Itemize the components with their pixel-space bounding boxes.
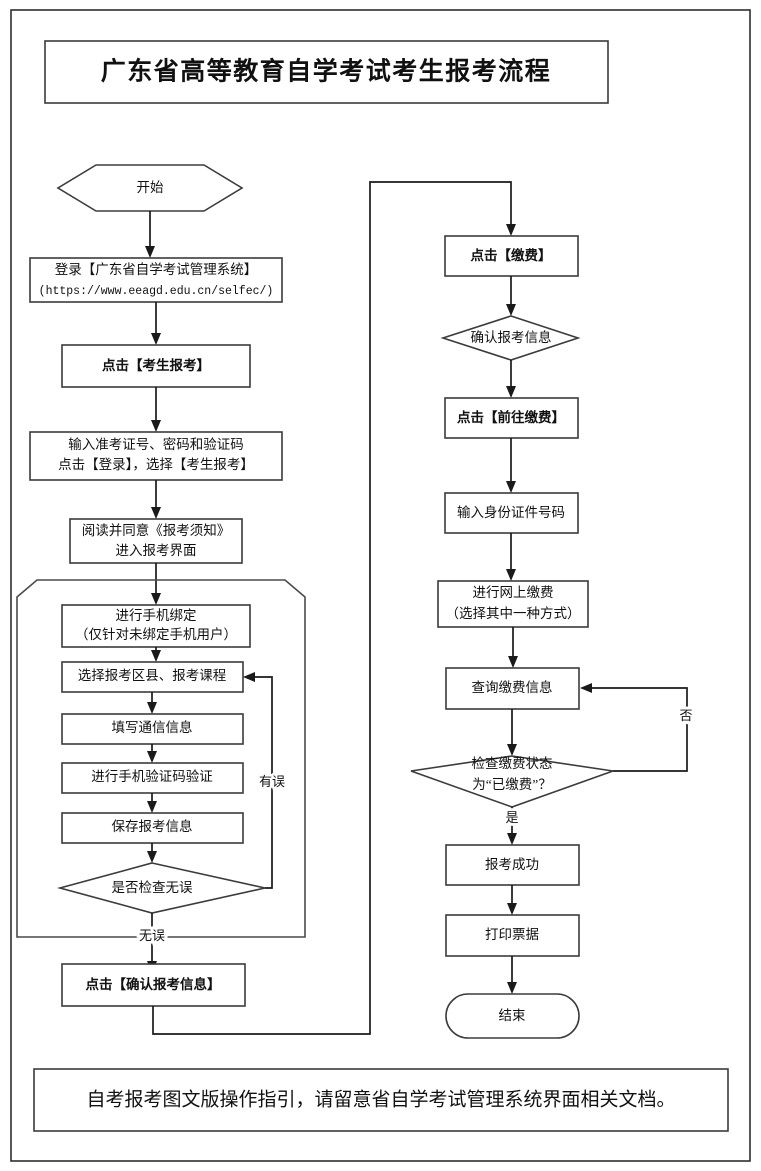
node-input-cred: 输入准考证号、密码和验证码 点击【登录】，选择【考生报考】 [29, 431, 283, 481]
node-check-ok: 是否检查无误 [56, 862, 266, 914]
arrowhead-icon [151, 507, 161, 519]
arrowhead-icon [506, 304, 516, 316]
node-input-cred-line2: 点击【登录】，选择【考生报考】 [58, 457, 254, 472]
arrowhead-icon [243, 672, 255, 682]
arrowhead-icon [506, 481, 516, 493]
arrowhead-icon [506, 224, 516, 236]
arrowhead-icon [507, 744, 517, 756]
node-login-line2: (https://www.eeagd.edu.cn/selfec/) [39, 285, 274, 298]
node-start: 开始 [56, 164, 244, 212]
arrowhead-icon [151, 420, 161, 432]
arrowhead-icon [506, 386, 516, 398]
node-confirm-apply-label: 确认报考信息 [471, 329, 552, 345]
node-success: 报考成功 [445, 844, 580, 886]
footer-text: 自考报考图文版操作指引，请留意省自学考试管理系统界面相关文档。 [86, 1088, 675, 1110]
arrowhead-icon [506, 569, 516, 581]
node-fill-contact: 填写通信信息 [61, 713, 244, 745]
arrowhead-icon [151, 593, 161, 605]
edge-label-no: 否 [679, 708, 692, 723]
node-input-id: 输入身份证件号码 [444, 492, 579, 534]
node-success-label: 报考成功 [485, 857, 539, 872]
arrowhead-icon [508, 656, 518, 668]
node-fill-contact-label: 填写通信信息 [112, 719, 193, 735]
arrowhead-icon [147, 751, 157, 763]
node-click-apply-label: 点击【考生报考】 [102, 357, 210, 373]
arrowhead-icon [151, 650, 161, 662]
node-goto-pay: 点击【前往缴费】 [444, 397, 579, 439]
arrowhead-icon [507, 982, 517, 994]
node-confirm-info-label: 点击【确认报考信息】 [86, 976, 221, 992]
arrowhead-icon [151, 333, 161, 345]
node-print-label: 打印票据 [485, 926, 539, 942]
node-check-ok-label: 是否检查无误 [112, 880, 193, 895]
node-query-pay-label: 查询缴费信息 [472, 679, 553, 695]
edge-label-error: 有误 [259, 774, 285, 789]
page-border [10, 9, 751, 1162]
arrowhead-icon [147, 702, 157, 714]
title-box: 开始 广东省高等教育自学考试考生报考流程 [44, 40, 609, 104]
connector-not-paid-loop [589, 687, 688, 772]
node-check-paid-line2: 为“已缴费”？ [472, 777, 551, 792]
node-confirm-info: 点击【确认报考信息】 [61, 963, 246, 1007]
node-verify-sms: 进行手机验证码验证 [61, 762, 244, 794]
node-save-info: 保存报考信息 [61, 812, 244, 844]
node-check-paid: 检查缴费状态 为“已缴费”？ [410, 755, 614, 808]
arrowhead-icon [147, 801, 157, 813]
node-click-pay-label: 点击【缴费】 [471, 247, 552, 263]
node-verify-sms-label: 进行手机验证码验证 [91, 769, 213, 784]
arrowhead-icon [145, 246, 155, 258]
node-input-cred-line1: 输入准考证号、密码和验证码 [68, 436, 244, 452]
node-login: 登录【广东省自学考试管理系统】 (https://www.eeagd.edu.c… [29, 257, 283, 303]
node-input-id-label: 输入身份证件号码 [457, 505, 565, 520]
node-bind-phone: 进行手机绑定 （仅针对未绑定手机用户） [61, 604, 251, 648]
node-online-pay: 进行网上缴费 （选择其中一种方式） [437, 580, 589, 628]
node-click-pay: 点击【缴费】 [444, 235, 579, 277]
node-online-pay-line2: （选择其中一种方式） [446, 606, 581, 621]
page-title-text: 广东省高等教育自学考试考生报考流程 [101, 57, 552, 86]
node-check-paid-line1: 检查缴费状态 [472, 756, 553, 771]
node-end: 结束 [445, 993, 580, 1039]
node-online-pay-line1: 进行网上缴费 [473, 585, 554, 600]
node-read-agree-line1: 阅读并同意《报考须知》 [82, 522, 231, 538]
node-confirm-apply: 确认报考信息 [440, 315, 581, 361]
node-bind-phone-line1: 进行手机绑定 [116, 608, 197, 623]
arrowhead-icon [507, 833, 517, 845]
node-read-agree-line2: 进入报考界面 [116, 543, 197, 558]
connector-error-loop [252, 676, 273, 889]
group-container [16, 579, 306, 938]
connector-confirm-to-pay [152, 181, 512, 1035]
arrowhead-icon [147, 851, 157, 863]
edge-label-yes: 是 [505, 810, 518, 825]
arrowhead-icon [507, 903, 517, 915]
node-print: 打印票据 [445, 914, 580, 957]
node-goto-pay-label: 点击【前往缴费】 [457, 409, 565, 425]
node-save-info-label: 保存报考信息 [112, 818, 193, 834]
node-end-label: 结束 [499, 1008, 527, 1023]
node-login-line1: 登录【广东省自学考试管理系统】 [55, 262, 258, 277]
arrowhead-icon [580, 683, 592, 693]
node-start-label: 开始 [137, 180, 164, 195]
node-bind-phone-line2: （仅针对未绑定手机用户） [75, 626, 237, 642]
node-select-course: 选择报考区县、报考课程 [61, 661, 244, 693]
node-query-pay: 查询缴费信息 [445, 667, 580, 710]
edge-label-no-error: 无误 [139, 928, 165, 943]
node-select-course-label: 选择报考区县、报考课程 [78, 668, 227, 683]
footer-box: 自考报考图文版操作指引，请留意省自学考试管理系统界面相关文档。 [33, 1068, 729, 1132]
node-read-agree: 阅读并同意《报考须知》 进入报考界面 [69, 518, 243, 564]
node-click-apply: 点击【考生报考】 [61, 344, 251, 388]
